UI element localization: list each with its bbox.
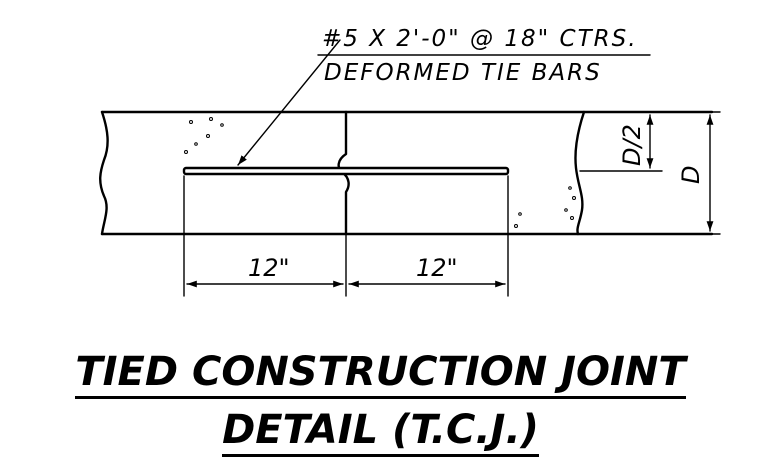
right-length-label: 12" (416, 254, 458, 282)
slab-left-break-line (99, 110, 109, 236)
detail-title-line-2: DETAIL (T.C.J.) (0, 407, 761, 457)
depth-label: D (677, 166, 705, 184)
slab-right-break-line (574, 110, 586, 236)
bar-length-dimensions: 12" 12" (183, 175, 509, 297)
depth-dimensions: D/2 D (579, 111, 721, 235)
half-depth-label: D/2 (618, 124, 646, 166)
detail-title-text-2: DETAIL (T.C.J.) (222, 407, 539, 457)
left-length-label: 12" (248, 254, 290, 282)
callout-text-bar-spec: #5 X 2'-0" @ 18" CTRS. (322, 26, 638, 52)
callout-leader-line (237, 39, 341, 166)
detail-title-line-1: TIED CONSTRUCTION JOINT (0, 349, 761, 399)
concrete-aggregate-dots (184, 117, 576, 228)
deformed-tie-bar (182, 166, 510, 176)
detail-title-text-1: TIED CONSTRUCTION JOINT (75, 349, 686, 399)
callout-text-bar-type: DEFORMED TIE BARS (324, 60, 602, 86)
